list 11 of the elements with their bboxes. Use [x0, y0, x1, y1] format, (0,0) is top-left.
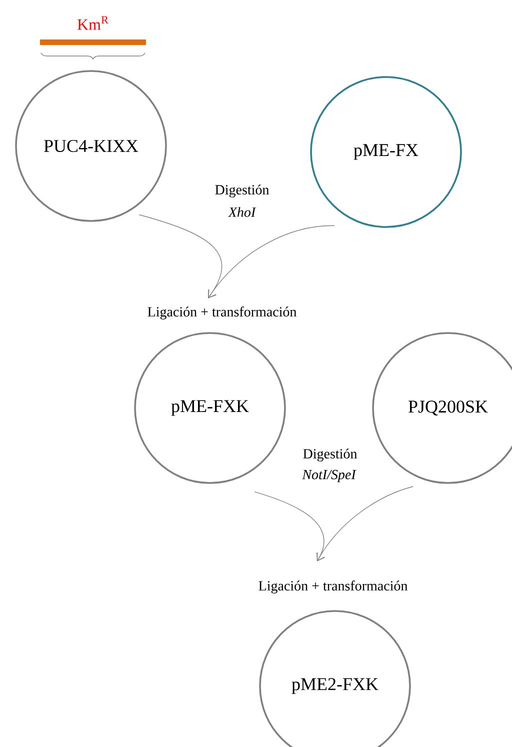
enzyme-label: XhoI — [228, 207, 256, 217]
gene-label: Km$^{R}$ — [77, 16, 108, 30]
step-text: Ligación + transformación — [258, 580, 408, 594]
step-label: Digestión — [215, 184, 270, 198]
enzyme-label: NotI/SpeI — [302, 470, 356, 482]
arrow — [138, 214, 222, 298]
arrow — [208, 225, 335, 298]
arrow — [254, 491, 326, 562]
step-text: Ligación + transformación — [148, 306, 297, 320]
arrow — [316, 486, 414, 562]
step-label: Digestión — [303, 448, 358, 462]
